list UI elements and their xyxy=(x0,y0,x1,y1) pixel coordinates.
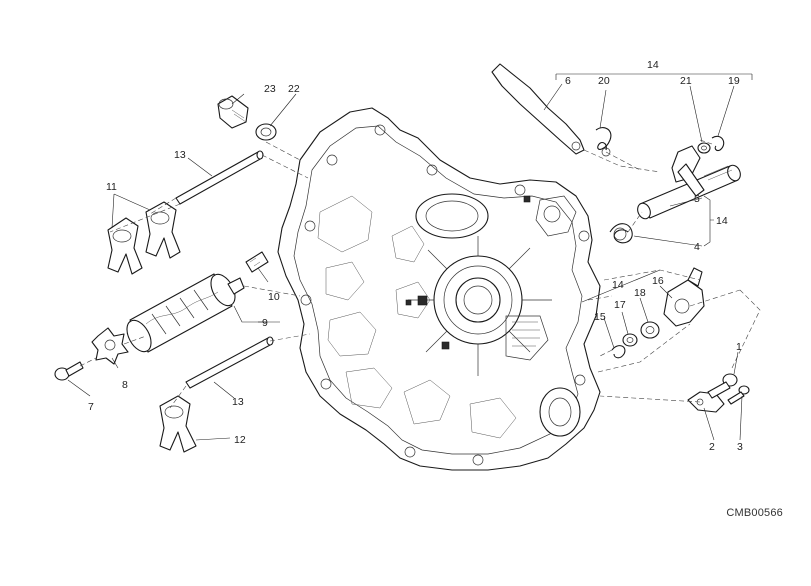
callout-12: 12 xyxy=(234,434,246,446)
leader-lines xyxy=(67,73,753,441)
callout-10: 10 xyxy=(268,291,280,303)
callout-6: 6 xyxy=(565,75,571,87)
callout-14-top: 14 xyxy=(647,59,659,71)
part-17-ring xyxy=(622,333,638,347)
part-22-washer xyxy=(255,123,277,141)
callout-1: 1 xyxy=(736,341,742,353)
callout-15: 15 xyxy=(594,311,606,323)
callout-4: 4 xyxy=(694,241,700,253)
callout-13-upper: 13 xyxy=(174,149,186,161)
part-20-spring xyxy=(595,127,612,157)
part-4-spring xyxy=(609,223,633,244)
part-1-bolt xyxy=(707,373,738,399)
callout-17: 17 xyxy=(614,299,626,311)
part-8-drum-star-plate xyxy=(91,327,129,365)
callout-20: 20 xyxy=(598,75,610,87)
callout-13-lower: 13 xyxy=(232,396,244,408)
part-7-screw xyxy=(54,361,84,381)
part-2-bracket xyxy=(687,391,725,413)
callout-9: 9 xyxy=(262,317,268,329)
part-18-washer xyxy=(640,321,660,339)
part-3-screw xyxy=(727,385,750,405)
part-12-selector-fork xyxy=(159,395,197,453)
callout-5: 5 xyxy=(694,193,700,205)
part-10-neutral-switch xyxy=(245,251,269,273)
callout-14-mid: 14 xyxy=(612,279,624,291)
callout-18: 18 xyxy=(634,287,646,299)
callout-23: 23 xyxy=(264,83,276,95)
part-13-fork-rod-upper xyxy=(175,150,264,205)
callout-19: 19 xyxy=(728,75,740,87)
callout-11: 11 xyxy=(106,181,117,193)
part-11-selector-fork-b xyxy=(145,201,181,259)
part-11-selector-fork-a xyxy=(107,217,143,275)
part-23-breather-fitting xyxy=(217,95,249,129)
part-9-selector-drum xyxy=(126,273,245,353)
callout-14-right: 14 xyxy=(716,215,728,227)
callout-labels: 23 22 13 11 10 9 8 7 13 12 14 6 20 21 19… xyxy=(88,59,743,453)
crankcase-half xyxy=(277,107,601,471)
callout-3: 3 xyxy=(737,441,743,453)
part-13-fork-rod-lower xyxy=(185,336,274,389)
callout-2: 2 xyxy=(709,441,715,453)
drawing-code: CMB00566 xyxy=(726,507,783,519)
part-16-selector-plate xyxy=(663,267,705,327)
part-21-washer xyxy=(697,142,711,154)
callout-21: 21 xyxy=(680,75,692,87)
part-19-circlip xyxy=(711,135,725,152)
part-15-circlip xyxy=(611,345,626,359)
callout-8: 8 xyxy=(122,379,128,391)
part-5-shift-shaft xyxy=(637,145,741,220)
callout-16: 16 xyxy=(652,275,664,287)
callout-22: 22 xyxy=(288,83,300,95)
callout-7: 7 xyxy=(88,401,94,413)
